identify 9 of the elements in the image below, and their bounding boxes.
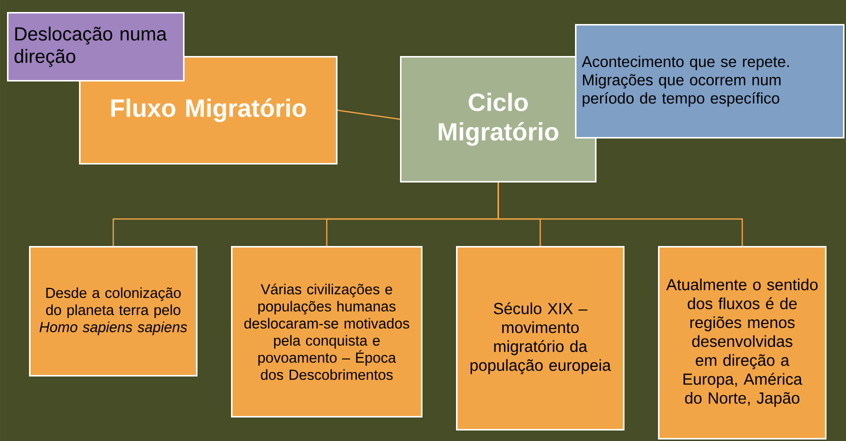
callout-box: Deslocação numa direção (7, 12, 184, 82)
text-box: Atualmente o sentido dos fluxos é de regiões menos desenvolvidas em direção a Europa, América do Norte, Japão (658, 246, 826, 440)
connector-line (337, 110, 400, 120)
text-box: Várias civilizações e populações humanas deslocaram-se motivados pela conquista e povoamento – Época dos Descobrimentos (231, 246, 422, 418)
concept-box: Fluxo Migratório (79, 56, 338, 164)
text-box: Século XIX – movimento migratório da população europeia (456, 246, 624, 430)
connector-line (498, 182, 743, 246)
callout-box: Acontecimento que se repete. Migrações que ocorrem num período de tempo específico (575, 24, 844, 138)
text-box: Desde a colonização do planeta terra pelo Homo sapiens sapiens (29, 246, 198, 376)
